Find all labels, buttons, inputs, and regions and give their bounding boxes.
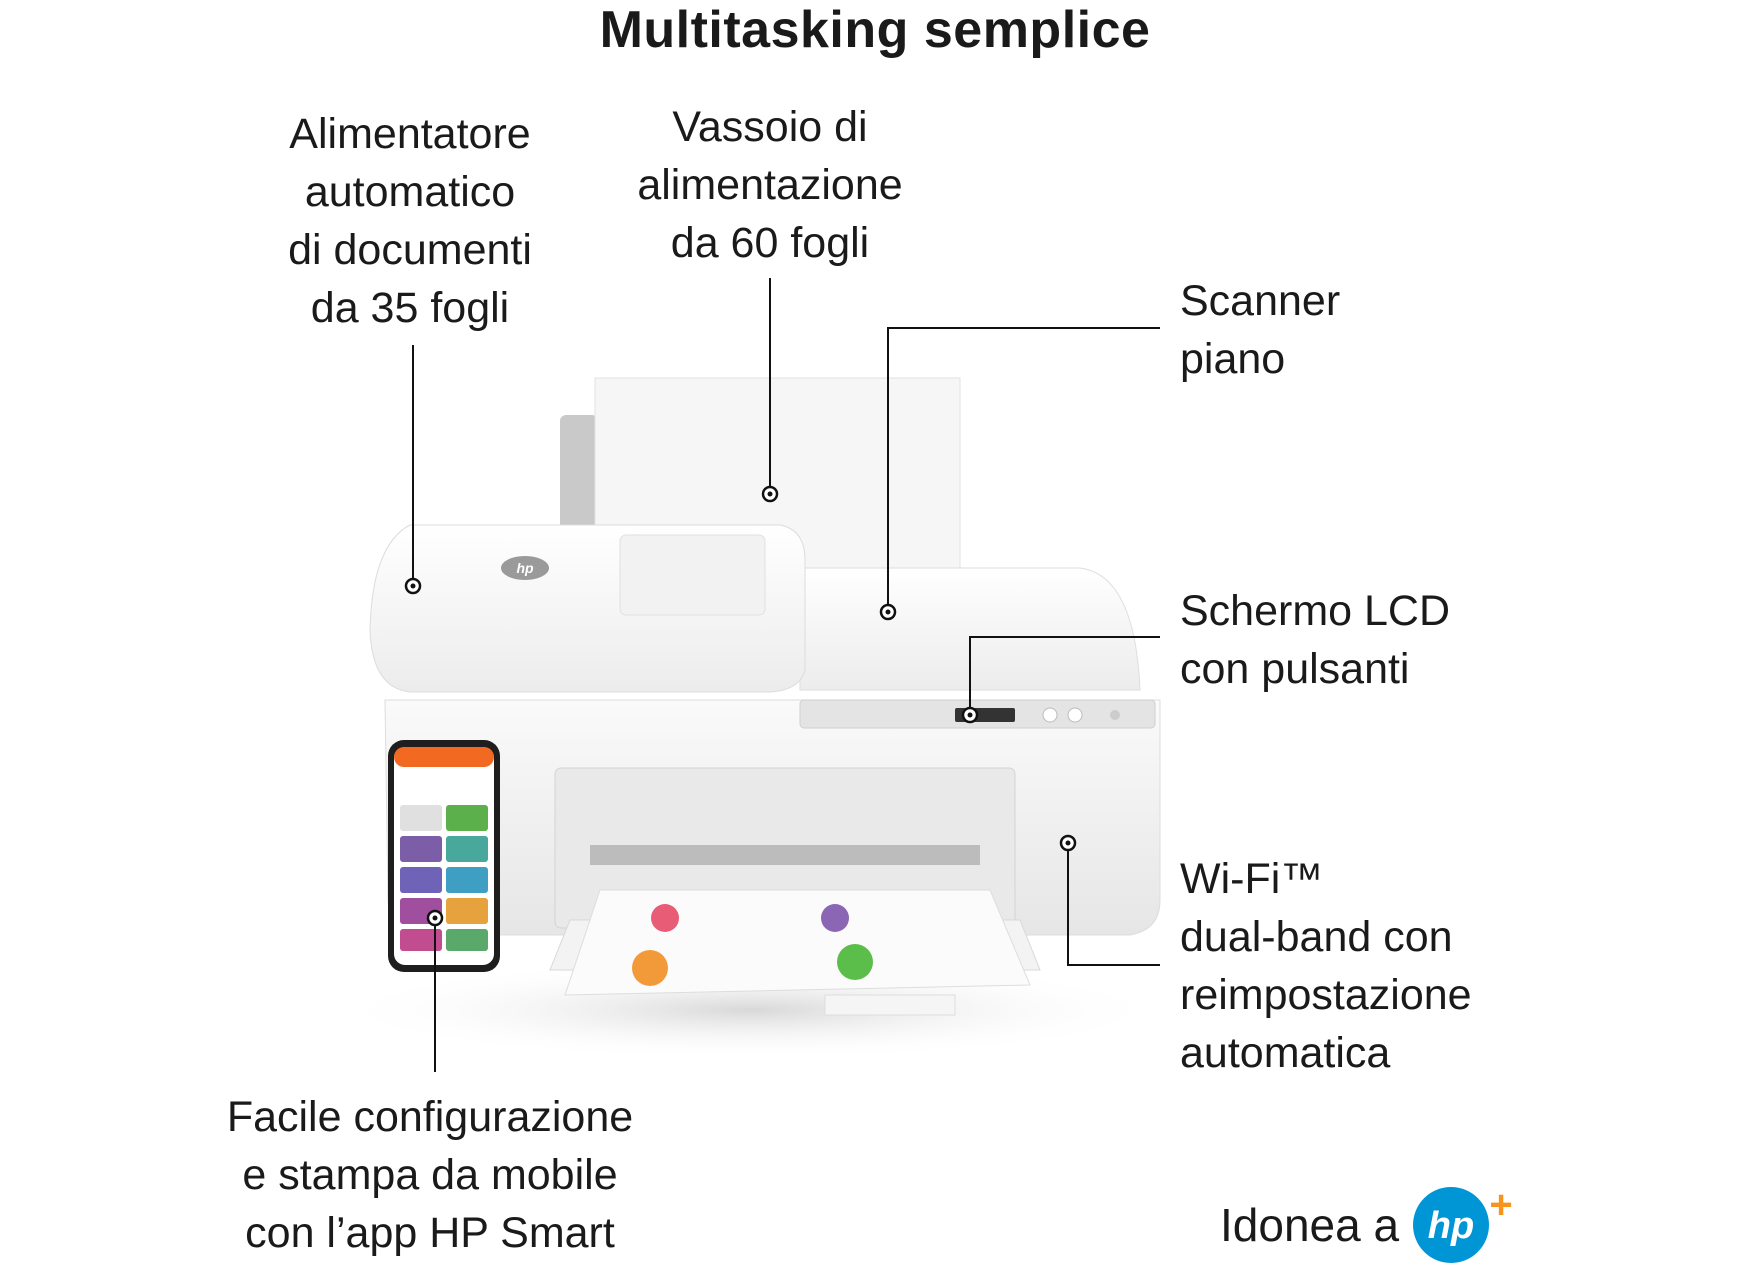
callout-dot-adf-center	[410, 583, 416, 589]
callout-dot-tray-center	[767, 491, 773, 497]
page-graphic-red	[651, 904, 679, 932]
feature-scanner-label: Scanner piano	[1180, 277, 1341, 383]
output-rollers	[590, 845, 980, 865]
badge-text: Idonea a	[1220, 1199, 1400, 1251]
feature-wifi-label: Wi-Fi™ dual-band con reimpostazione auto…	[1180, 855, 1472, 1077]
hp-plus-badge: Idonea a hp +	[1220, 1180, 1519, 1270]
printer: hp	[369, 377, 1161, 1016]
tile-6	[446, 867, 488, 893]
feature-adf-label: Alimentatore automatico di documenti da …	[288, 110, 532, 332]
callout-lines	[412, 278, 1160, 1072]
scanner-lid	[799, 567, 1141, 691]
callout-dots	[404, 485, 1077, 927]
printed-page	[564, 889, 1031, 996]
phone-app-header	[394, 747, 494, 767]
adf-tray	[619, 534, 766, 616]
callout-dot-mobile-center	[432, 915, 438, 921]
callout-line-wifi	[1067, 840, 1160, 966]
button-bw-copy	[1067, 707, 1083, 723]
page-graphic-purple	[821, 904, 849, 932]
power-button	[1110, 710, 1120, 720]
feature-lcd-label: Schermo LCD con pulsanti	[1180, 587, 1451, 693]
tile-9	[400, 929, 442, 951]
page-graphic-green	[837, 944, 873, 980]
tile-8	[446, 898, 488, 924]
hp-logo-text: hp	[1428, 1205, 1474, 1247]
feature-tray-label: Vassoio di alimentazione da 60 fogli	[637, 103, 903, 267]
feature-mobile-label: Facile configurazione e stampa da mobile…	[226, 1093, 634, 1257]
callout-dot-scanner-center	[885, 609, 891, 615]
callout-dot-wifi-center	[1065, 840, 1071, 846]
page-title: Multitasking semplice	[599, 1, 1151, 59]
callout-line-scanner	[887, 327, 1160, 610]
printer-hp-logo-text: hp	[516, 560, 534, 576]
hp-plus-logo: hp +	[1413, 1183, 1513, 1263]
tile-5	[400, 867, 442, 893]
paper-guide	[560, 415, 598, 545]
tile-4	[446, 836, 488, 862]
plus-icon: +	[1489, 1183, 1512, 1227]
tile-2	[446, 805, 488, 831]
tile-3	[400, 836, 442, 862]
tile-10	[446, 929, 488, 951]
printer-hp-logo	[501, 556, 549, 580]
tile-1	[400, 805, 442, 831]
page-graphic-orange	[632, 950, 668, 986]
callout-line-lcd	[969, 636, 1160, 712]
paper-extender	[824, 994, 956, 1016]
callout-dot-lcd-center	[967, 712, 973, 718]
phone	[388, 740, 500, 972]
hp-logo-circle	[1413, 1187, 1490, 1263]
button-color-copy	[1042, 707, 1058, 723]
